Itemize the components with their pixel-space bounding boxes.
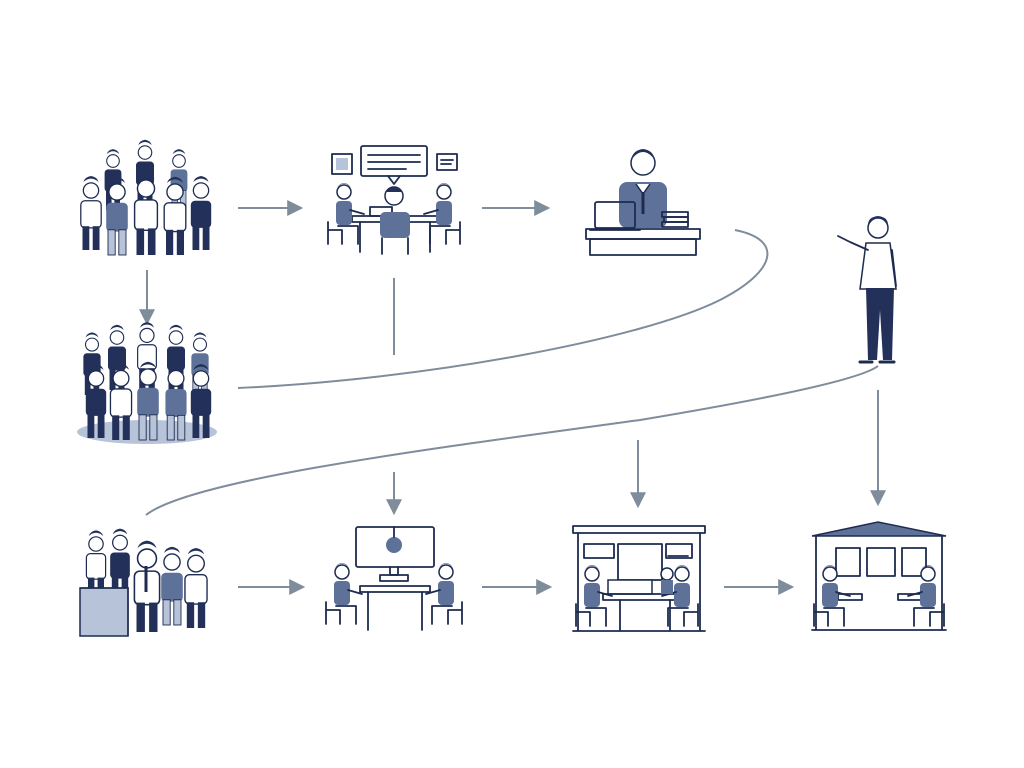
house-room-icon [811,521,947,631]
office-room-icon [572,525,706,632]
crowd-middle-icon [77,321,217,444]
crowd-top-icon [80,139,212,256]
meeting-table-icon [327,145,460,255]
edge-curve-lower [145,365,879,516]
standing-presenter-icon [837,216,897,364]
group-at-podium-icon [79,528,208,637]
laptop-desk-icon [585,149,701,256]
connectors [139,200,886,595]
screen-meeting-icon [325,526,462,631]
edge-curve-upper [237,229,769,389]
